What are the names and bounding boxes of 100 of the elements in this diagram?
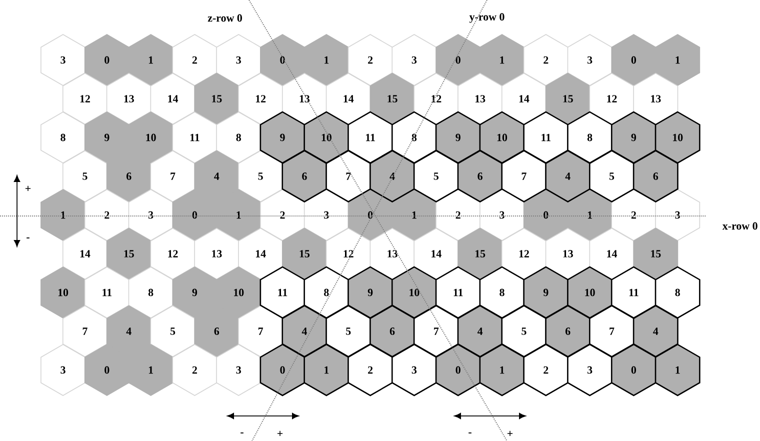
- hexagon-cell: 9: [348, 266, 394, 319]
- hexagon-cell: 15: [458, 228, 503, 280]
- hexagon-cell: 12: [238, 72, 284, 125]
- hexagon-cell: 9: [84, 112, 130, 164]
- hexagon-cell: 1: [567, 189, 612, 241]
- hexagon-cell: 8: [654, 266, 700, 319]
- hexagon-cell: 11: [348, 111, 394, 164]
- hexagon-cell: 0: [435, 344, 481, 396]
- hexagon-cell: 13: [370, 228, 415, 280]
- hexagon-cell: 6: [194, 305, 240, 358]
- hexagon-cell: 0: [260, 34, 305, 86]
- hexagon-cell: 1: [304, 344, 350, 396]
- hexagon-cell: 13: [633, 72, 678, 125]
- hexagon-cell: 10: [654, 111, 700, 164]
- hexagon-cell: 12: [501, 228, 546, 280]
- hexagon-cell: 3: [480, 189, 524, 241]
- hexagon-cell: 14: [238, 228, 284, 280]
- hexagon-cell: 1: [40, 189, 86, 241]
- axis-label: -: [26, 237, 30, 238]
- hexagon-cell: 3: [392, 34, 437, 86]
- hexagon-cell: 12: [414, 72, 459, 125]
- hexagon-cell: 3: [391, 344, 437, 396]
- hexagon-cell: 1: [304, 34, 349, 86]
- hexagon-cell: 15: [282, 228, 327, 280]
- hexagon-cell: 0: [611, 34, 656, 86]
- axis-label: +: [277, 430, 283, 436]
- hexagon-cell: 10: [567, 266, 613, 319]
- hexagon-cell: 13: [106, 72, 152, 125]
- hexagon-cell: 8: [391, 111, 437, 164]
- hexagon-cell: 11: [84, 266, 130, 318]
- axis-label: +: [25, 186, 31, 191]
- hexagon-cell: 12: [326, 228, 371, 280]
- hexagon-cell: 9: [260, 111, 306, 164]
- hexagon-cell: 2: [523, 344, 569, 396]
- hexagon-cell: 15: [633, 228, 678, 280]
- hexagon-cell: 7: [150, 150, 196, 202]
- hexagon-cell: 2: [436, 189, 481, 241]
- axis-label: y-row 0: [469, 13, 504, 23]
- hexagon-cell: 0: [348, 189, 393, 241]
- hexagon-cell: 7: [238, 305, 284, 358]
- hexagon-cell: 10: [391, 266, 437, 319]
- hexagon-cell: 3: [304, 189, 349, 241]
- hexagon-cell: 2: [348, 34, 393, 86]
- hexagon-cell: 8: [567, 111, 613, 164]
- hexagon-cell: 6: [106, 150, 152, 202]
- hexagon-cell: 0: [523, 189, 568, 241]
- hexagon-cell: 1: [479, 344, 525, 396]
- hexagon-cell: 12: [62, 72, 108, 125]
- axis-label: z-row 0: [208, 14, 242, 22]
- axis-label: -: [468, 432, 472, 434]
- hexagon-cell: 0: [172, 189, 218, 241]
- hexagon-cell: 14: [62, 228, 108, 280]
- hexagon-cell: 11: [610, 266, 656, 319]
- hexagon-cell: 13: [282, 72, 327, 125]
- hexagon-cell: 8: [304, 266, 350, 319]
- hexagon-cell: 11: [260, 266, 306, 319]
- hexagon-cell: 11: [523, 111, 569, 164]
- hexagon-cell: 15: [370, 72, 415, 125]
- hexagon-cell: 8: [40, 112, 86, 164]
- hexagon-cell: 1: [480, 34, 524, 86]
- hexagon-cell: 1: [392, 189, 437, 241]
- hexagon-cell: 11: [172, 112, 218, 164]
- hexagon-cell: 0: [436, 34, 481, 86]
- hexagon-cell: 9: [435, 111, 481, 164]
- hexagon-cell: 10: [128, 112, 174, 164]
- hexagon-cell: 3: [655, 189, 700, 241]
- hexagon-cell: 8: [216, 112, 262, 164]
- axis-label: +: [507, 430, 513, 436]
- hexagon-cell: 2: [611, 189, 656, 241]
- hexagon-cell: 0: [260, 344, 306, 396]
- hexagon-cell: 5: [238, 150, 284, 202]
- hexagon-cell: 7: [62, 305, 108, 358]
- hexagon-cell: 14: [501, 72, 546, 125]
- hexagon-cell: 1: [654, 344, 700, 396]
- hexagon-cell: 2: [523, 34, 568, 86]
- hexagon-cell: 15: [194, 72, 240, 125]
- hexagon-cell: 14: [589, 228, 634, 280]
- hexagon-cell: 13: [458, 72, 503, 125]
- hexagon-cell: 2: [172, 344, 218, 396]
- hexagon-cell: 9: [172, 266, 218, 318]
- hexagon-cell: 8: [128, 266, 174, 318]
- hexagon-cell: 8: [479, 266, 525, 319]
- hexagon-cell: 9: [523, 266, 569, 319]
- hexagon-cell: 1: [128, 34, 174, 86]
- hexagon-cell: 10: [479, 111, 525, 164]
- hexagon-cell: 14: [414, 228, 459, 280]
- hexagon-cell: 0: [84, 34, 130, 86]
- hexagon-cell: 12: [150, 228, 196, 280]
- hexagon-cell: 3: [216, 344, 262, 396]
- hexagon-cell: 2: [260, 189, 305, 241]
- hexagon-cell: 3: [216, 34, 262, 86]
- hexagon-cell: 3: [40, 344, 86, 396]
- hexagon-cell: 10: [216, 266, 262, 318]
- hexagon-cell: 10: [40, 266, 86, 318]
- hexagon-cell: 9: [610, 111, 656, 164]
- hexagon-cell: 1: [655, 34, 700, 86]
- hexagon-cell: 12: [589, 72, 634, 125]
- hexagon-cell: 2: [84, 189, 130, 241]
- hexagon-cell: 15: [106, 228, 152, 280]
- hexagon-cell: 0: [610, 344, 656, 396]
